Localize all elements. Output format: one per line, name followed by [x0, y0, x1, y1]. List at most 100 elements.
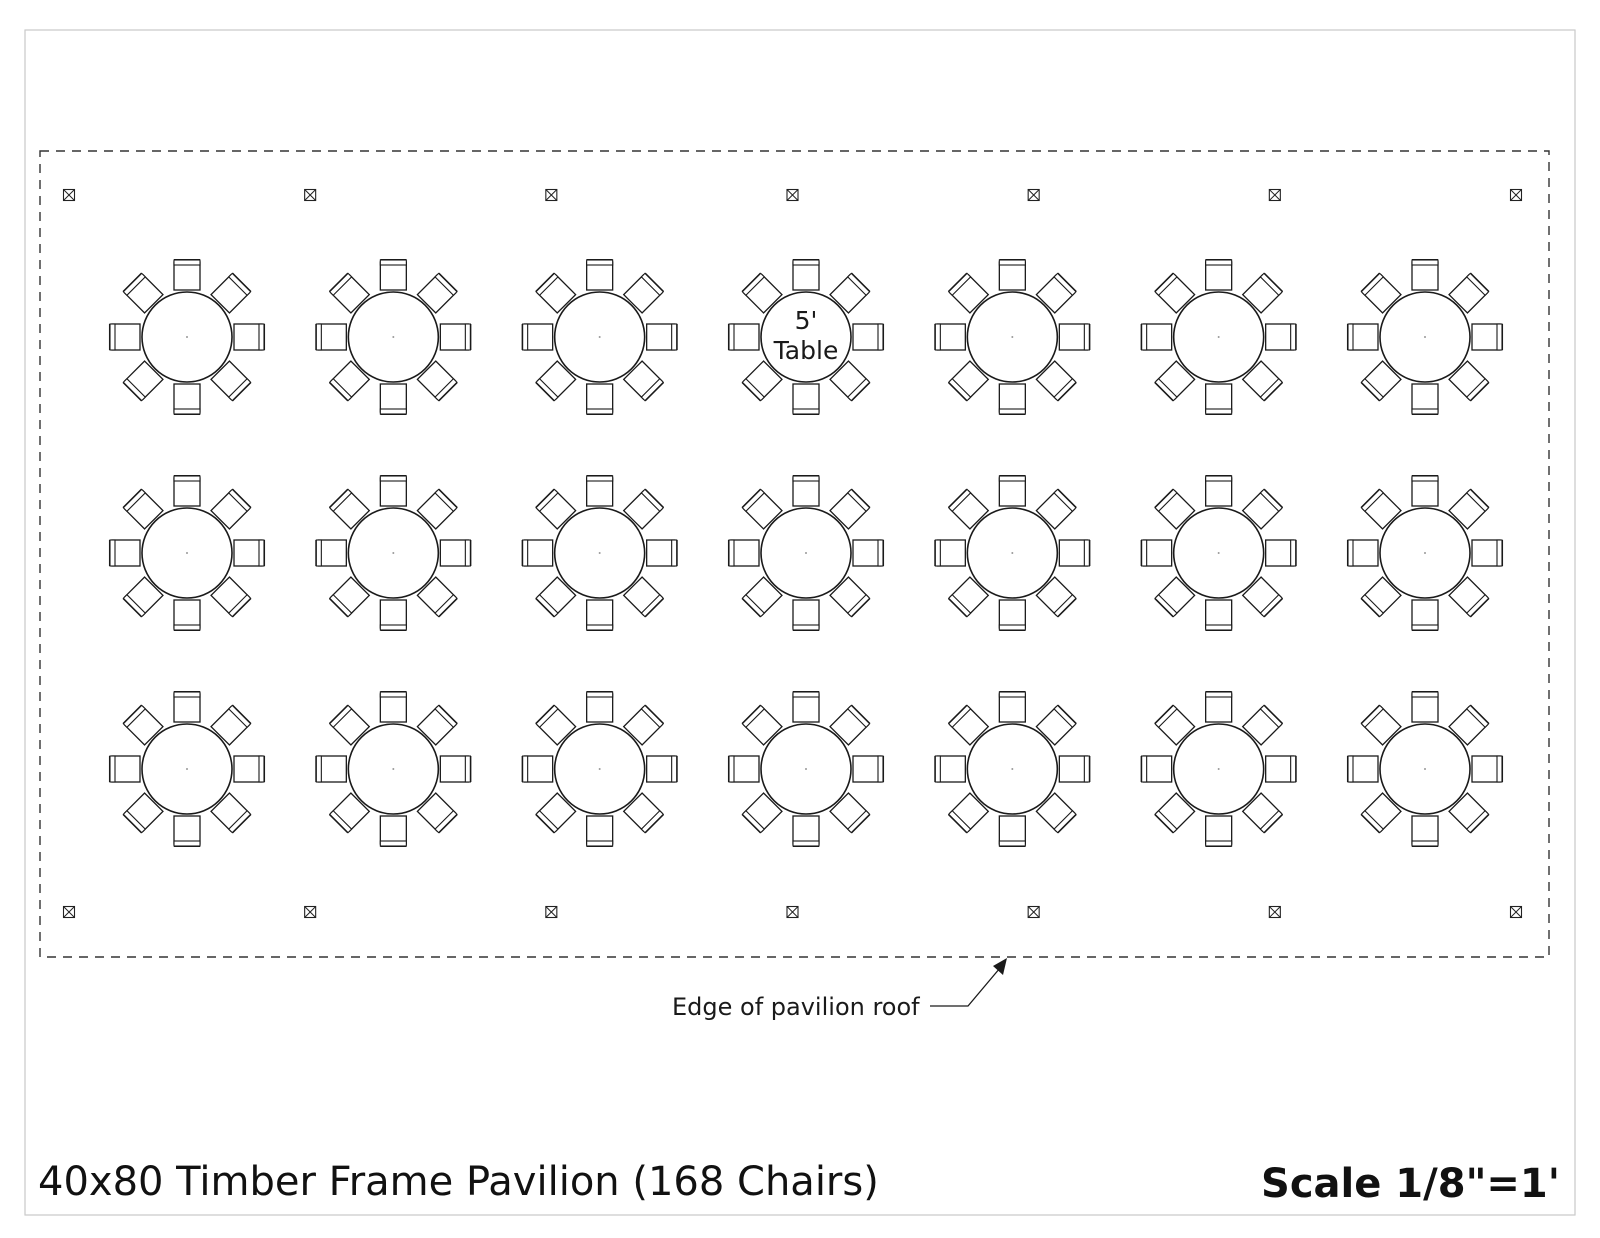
chair-back [379, 840, 407, 847]
chair [1154, 704, 1196, 746]
chair [122, 488, 164, 530]
chair-back-line [1057, 704, 1077, 724]
chair-back-line [1360, 382, 1380, 402]
chair-seat [173, 383, 201, 413]
chair-seat [586, 815, 614, 845]
chair [379, 258, 407, 291]
chair [535, 704, 577, 746]
post-marker [1509, 905, 1523, 919]
chair [535, 360, 577, 402]
table-center-mark [1424, 336, 1426, 338]
chair-back [173, 408, 201, 415]
post-marker [62, 188, 76, 202]
chair [1205, 383, 1233, 416]
chair-back-line [947, 272, 968, 292]
chair [829, 488, 871, 530]
chair [173, 258, 201, 291]
chair-back-line [438, 814, 458, 834]
chair-back-line [1057, 598, 1077, 618]
chair-back-line [328, 382, 349, 402]
chair [1360, 272, 1402, 314]
post-marker [304, 905, 317, 919]
chair-seat [379, 261, 407, 291]
chair [1140, 539, 1173, 567]
chair-back [792, 259, 820, 266]
post-cross [63, 906, 75, 918]
chair [173, 474, 201, 507]
chair-seat [936, 539, 966, 567]
chair [1058, 539, 1091, 567]
chair-back [998, 624, 1026, 631]
chair-back [173, 840, 201, 847]
chair [535, 488, 577, 530]
chair-back [998, 475, 1026, 482]
chair-back-line [1360, 488, 1380, 508]
chair-back-line [1263, 488, 1284, 508]
chair-back-line [122, 814, 142, 834]
chair [646, 539, 678, 567]
chair-back [586, 259, 614, 266]
chair [792, 599, 820, 632]
chair-back-line [328, 272, 349, 292]
chair [792, 815, 820, 848]
chair-seat [1349, 323, 1379, 351]
round-table-set [727, 474, 885, 632]
chair-seat [586, 477, 614, 507]
chair [1205, 258, 1233, 291]
chair [852, 323, 885, 351]
chair-back-line [1470, 488, 1490, 508]
chair [947, 360, 990, 402]
chair-back-line [1470, 598, 1490, 618]
chair [1241, 360, 1284, 402]
chair-back-line [535, 704, 555, 724]
chair-back-line [232, 488, 252, 508]
chair-back-line [741, 272, 761, 292]
chair [210, 704, 252, 746]
chair [315, 323, 347, 351]
chair [586, 815, 614, 848]
chair [233, 539, 266, 567]
table-center-mark [805, 768, 807, 770]
chair-seat [998, 477, 1026, 507]
chair-back-line [851, 814, 871, 834]
chair [535, 272, 577, 314]
chair-back-line [438, 704, 458, 724]
chair [416, 360, 458, 402]
chair-back-line [122, 382, 142, 402]
chair [1448, 488, 1490, 530]
chair [1346, 539, 1379, 567]
table-center-mark [1011, 768, 1014, 770]
chair [233, 755, 266, 783]
chair [646, 755, 678, 783]
chair [947, 576, 990, 618]
chair [521, 755, 554, 783]
round-table-set [934, 474, 1091, 632]
table-center-mark [186, 768, 188, 770]
round-table-set [1140, 474, 1297, 632]
chair [947, 792, 990, 834]
chair [108, 539, 141, 567]
chair-seat [998, 599, 1026, 629]
chair-back [315, 323, 322, 351]
chair [315, 539, 347, 567]
chair-back [258, 539, 265, 567]
chair [122, 704, 164, 746]
round-table-set [1140, 690, 1297, 848]
chair-seat [852, 539, 882, 567]
chair-back-line [741, 814, 761, 834]
chair-back-line [438, 272, 458, 292]
chair [1241, 272, 1284, 314]
chair-back [1290, 323, 1297, 351]
chair [1154, 792, 1196, 834]
chair-back [522, 323, 529, 351]
chair [727, 755, 760, 783]
table-center-mark [186, 336, 188, 338]
chair-back-line [1263, 382, 1284, 402]
chair [328, 272, 371, 314]
chair [379, 599, 407, 632]
chair-back-line [122, 704, 142, 724]
chair [1265, 323, 1297, 351]
roof-edge-callout: Edge of pavilion roof [672, 958, 1007, 1021]
chair-seat [586, 693, 614, 723]
chair [379, 690, 407, 723]
